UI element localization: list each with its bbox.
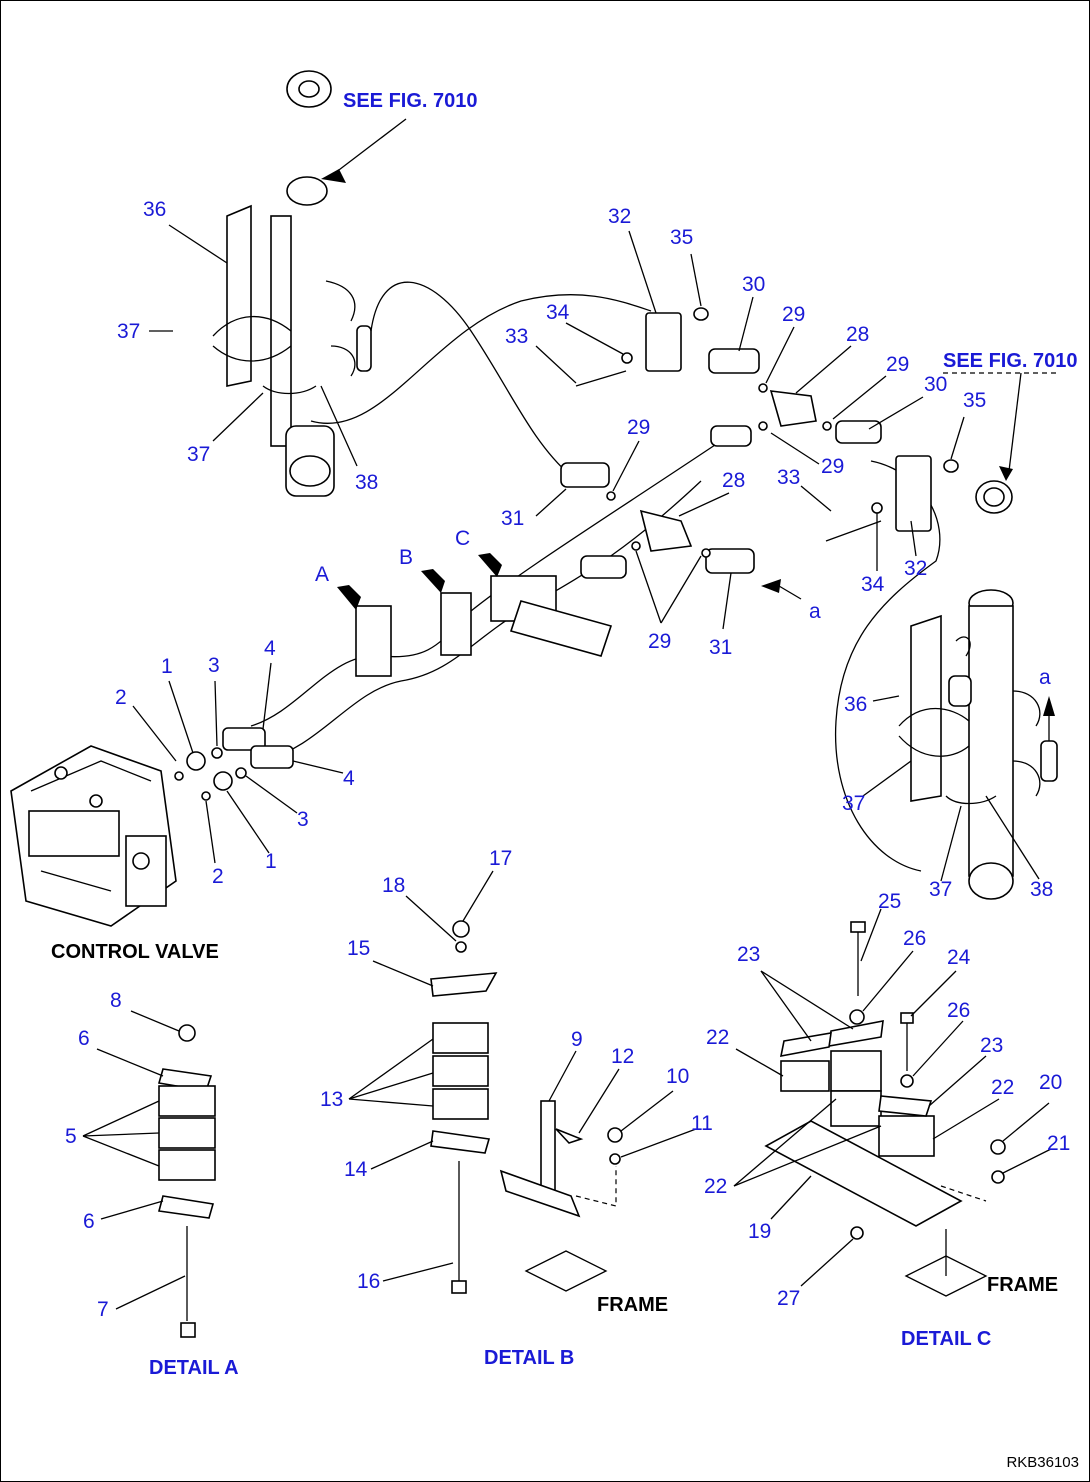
part-number-label: 38: [355, 471, 379, 494]
part-number-label: 14: [344, 1158, 368, 1181]
part-number-label: 21: [1047, 1132, 1071, 1155]
part-number-label: 37: [929, 878, 953, 901]
view-label-a-lower: a: [809, 600, 821, 623]
part-number-label: 1: [161, 655, 173, 678]
part-number-label: 23: [737, 943, 761, 966]
part-number-label: 13: [320, 1088, 344, 1111]
part-number-label: 32: [904, 557, 928, 580]
part-number-label: 28: [722, 469, 746, 492]
part-number-label: 38: [1030, 878, 1054, 901]
control-valve: [10, 745, 177, 927]
part-number-label: 6: [78, 1027, 90, 1050]
part-number-label: 1: [265, 850, 277, 873]
detail-c-label: DETAIL C: [901, 1328, 992, 1350]
detail-b-label: DETAIL B: [484, 1347, 575, 1369]
part-number-label: 23: [980, 1034, 1004, 1057]
part-number-label: 32: [608, 205, 632, 228]
part-number-label: 15: [347, 937, 371, 960]
part-number-label: 16: [357, 1270, 381, 1293]
part-number-label: 29: [648, 630, 672, 653]
part-number-label: 12: [611, 1045, 635, 1068]
part-number-label: 22: [704, 1175, 728, 1198]
view-label-b: B: [399, 546, 414, 569]
part-number-label: 4: [264, 637, 276, 660]
part-number-label: 29: [886, 353, 910, 376]
part-number-label: 9: [571, 1028, 583, 1051]
part-number-label: 36: [844, 693, 868, 716]
part-number-label: 26: [947, 999, 971, 1022]
frame-label-detail-b: FRAME: [597, 1294, 669, 1316]
left-cylinder-assembly: [212, 70, 372, 497]
part-number-label: 8: [110, 989, 122, 1012]
part-number-label: 30: [924, 373, 948, 396]
part-number-label: 11: [691, 1112, 713, 1135]
part-number-label: 10: [666, 1065, 690, 1088]
part-number-label: 36: [143, 198, 167, 221]
part-number-label: 4: [343, 767, 355, 790]
detail-a-drawing: [157, 1024, 216, 1338]
part-number-label: 25: [878, 890, 902, 913]
view-label-c: C: [455, 527, 471, 550]
part-number-label: 31: [709, 636, 733, 659]
part-number-label: 5: [65, 1125, 77, 1148]
part-number-label: 31: [501, 507, 525, 530]
drawing-code: RKB36103: [1006, 1454, 1079, 1471]
frame-label-detail-c: FRAME: [987, 1274, 1059, 1296]
view-label-a-upper: a: [1039, 666, 1051, 689]
control-valve-label: CONTROL VALVE: [51, 941, 219, 963]
part-number-label: 22: [991, 1076, 1015, 1099]
detail-c-drawing: [764, 921, 1006, 1297]
detail-b-drawing: [430, 920, 623, 1294]
part-number-label: 37: [842, 792, 866, 815]
part-number-label: 35: [670, 226, 694, 249]
view-arrows: [321, 169, 1055, 741]
part-number-label: 18: [382, 874, 406, 897]
part-number-label: 30: [742, 273, 766, 296]
part-number-label: 29: [821, 455, 845, 478]
part-number-label: 34: [861, 573, 885, 596]
part-number-label: 34: [546, 301, 570, 324]
part-number-label: 37: [187, 443, 211, 466]
part-number-label: 28: [846, 323, 870, 346]
part-number-label: 29: [627, 416, 651, 439]
part-number-label: 2: [115, 686, 127, 709]
part-number-label: 26: [903, 927, 927, 950]
fittings: [174, 307, 959, 801]
see-fig-reference-top: SEE FIG. 7010: [343, 90, 478, 112]
part-number-label: 29: [782, 303, 806, 326]
part-number-label: 33: [505, 325, 529, 348]
part-number-label: 22: [706, 1026, 730, 1049]
part-number-label: 3: [208, 654, 220, 677]
part-number-label: 20: [1039, 1071, 1063, 1094]
part-number-label: 27: [777, 1287, 801, 1310]
see-fig-reference-right: SEE FIG. 7010: [943, 350, 1078, 372]
detail-a-label: DETAIL A: [149, 1357, 239, 1379]
view-label-a: A: [315, 563, 330, 586]
part-number-label: 2: [212, 865, 224, 888]
part-number-label: 33: [777, 466, 801, 489]
right-cylinder-assembly: [898, 480, 1058, 900]
part-number-label: 35: [963, 389, 987, 412]
part-number-label: 3: [297, 808, 309, 831]
part-number-label: 17: [489, 847, 513, 870]
part-number-label: 24: [947, 946, 971, 969]
part-number-label: 6: [83, 1210, 95, 1233]
part-number-label: 37: [117, 320, 141, 343]
leader-lines: [82, 118, 1059, 1310]
part-number-label: 19: [748, 1220, 772, 1243]
part-number-label: 7: [97, 1298, 109, 1321]
